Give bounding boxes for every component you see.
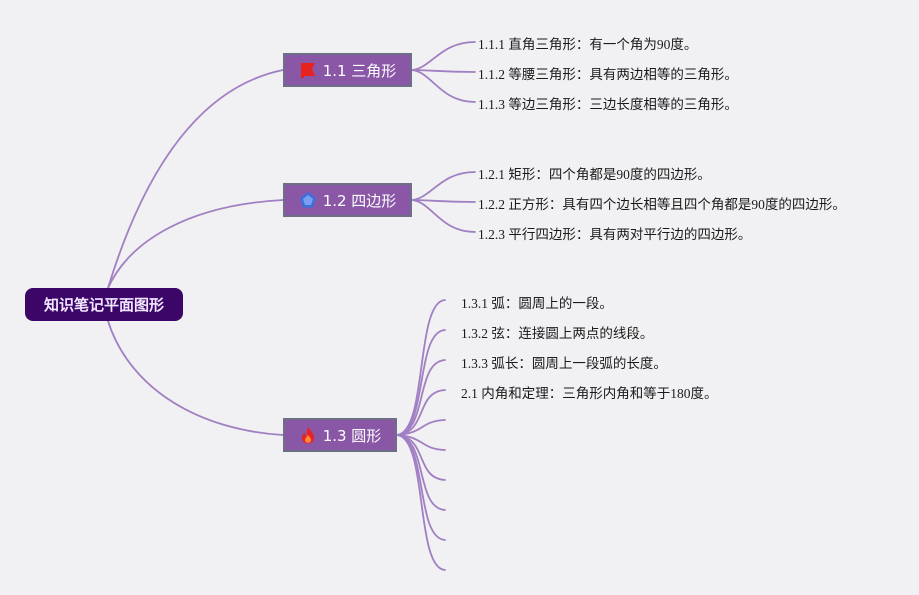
- circle-branch-2: [396, 329, 446, 436]
- topic-triangle-label: 1.1 三角形: [322, 61, 397, 80]
- leaf-item[interactable]: 1.1.2 等腰三角形：具有两边相等的三角形。: [478, 67, 738, 82]
- root-to-triangle-connector: [107, 69, 284, 289]
- root-to-quadrilateral-connector: [107, 199, 284, 289]
- triangle-branch-2: [411, 69, 476, 73]
- fire-icon: [299, 426, 317, 444]
- leaf-item[interactable]: 1.2.2 正方形：具有四个边长相等且四个角都是90度的四边形。: [478, 197, 846, 212]
- leaf-item[interactable]: 1.2.1 矩形：四个角都是90度的四边形。: [478, 167, 711, 182]
- topic-quadrilateral[interactable]: 1.2 四边形: [283, 183, 412, 217]
- leaf-item[interactable]: 1.3.2 弦：连接圆上两点的线段。: [461, 326, 654, 341]
- blue-pentagon-icon: [299, 191, 317, 209]
- quadrilateral-branch-3: [411, 199, 476, 233]
- leaf-item[interactable]: 1.3.1 弧：圆周上的一段。: [461, 296, 613, 311]
- circle-branch-10: [396, 434, 446, 571]
- circle-branch-4: [396, 389, 446, 436]
- topic-quadrilateral-label: 1.2 四边形: [322, 191, 397, 210]
- triangle-branch-1: [411, 41, 476, 71]
- circle-branch-3: [396, 359, 446, 436]
- topic-circle-label: 1.3 圆形: [322, 426, 382, 445]
- circle-branch-9: [396, 434, 446, 541]
- leaf-item[interactable]: 2.1 内角和定理：三角形内角和等于180度。: [461, 386, 718, 401]
- root-node[interactable]: 知识笔记平面图形: [25, 288, 183, 321]
- red-flag-icon: [299, 61, 317, 79]
- circle-branch-1: [396, 299, 446, 436]
- circle-branch-5: [396, 419, 446, 436]
- leaf-item[interactable]: 1.1.3 等边三角形：三边长度相等的三角形。: [478, 97, 738, 112]
- leaf-item[interactable]: 1.3.3 弧长：圆周上一段弧的长度。: [461, 356, 667, 371]
- topic-circle[interactable]: 1.3 圆形: [283, 418, 397, 452]
- topic-triangle[interactable]: 1.1 三角形: [283, 53, 412, 87]
- quadrilateral-branch-1: [411, 171, 476, 201]
- root-to-circle-connector: [107, 320, 284, 436]
- quadrilateral-branch-2: [411, 199, 476, 203]
- root-node-label: 知识笔记平面图形: [43, 296, 164, 314]
- leaf-item[interactable]: 1.1.1 直角三角形：有一个角为90度。: [478, 37, 698, 52]
- triangle-branch-3: [411, 69, 476, 103]
- leaf-item[interactable]: 1.2.3 平行四边形：具有两对平行边的四边形。: [478, 227, 752, 242]
